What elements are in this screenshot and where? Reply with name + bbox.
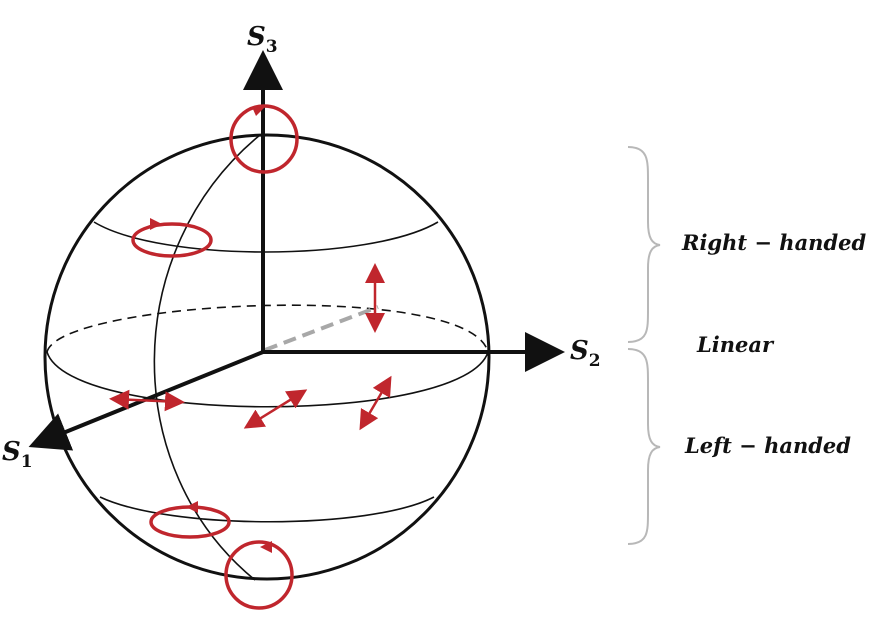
right-handed-label: Right − handed xyxy=(681,230,866,255)
linear-polarization-diagonal-arrow-2 xyxy=(359,375,392,431)
linear-polarization-diagonal-arrow-1 xyxy=(243,389,308,429)
lower-elliptical-polarization xyxy=(149,501,231,539)
upper-elliptical-polarization xyxy=(131,218,213,258)
s1-axis xyxy=(28,350,264,451)
lower-latitude-line xyxy=(99,496,435,523)
s1-axis-label: S1 xyxy=(2,437,33,472)
south-pole-circular-polarization xyxy=(224,540,294,610)
left-handed-label: Left − handed xyxy=(684,433,851,458)
left-handed-bracket xyxy=(627,348,661,545)
s3-axis-label: S3 xyxy=(247,22,278,57)
meridian-line xyxy=(153,134,261,581)
s2-hidden-axis xyxy=(264,305,379,352)
s2-axis-label: S2 xyxy=(570,336,601,371)
linear-polarization-horizontal-arrow xyxy=(109,389,185,412)
equator-back-dashed xyxy=(46,304,489,353)
right-handed-bracket xyxy=(627,146,661,343)
north-pole-circular-polarization xyxy=(229,104,299,174)
equator-front xyxy=(46,351,489,408)
sphere-outline xyxy=(43,133,491,581)
linear-label: Linear xyxy=(696,332,775,357)
upper-latitude-line xyxy=(93,221,439,253)
